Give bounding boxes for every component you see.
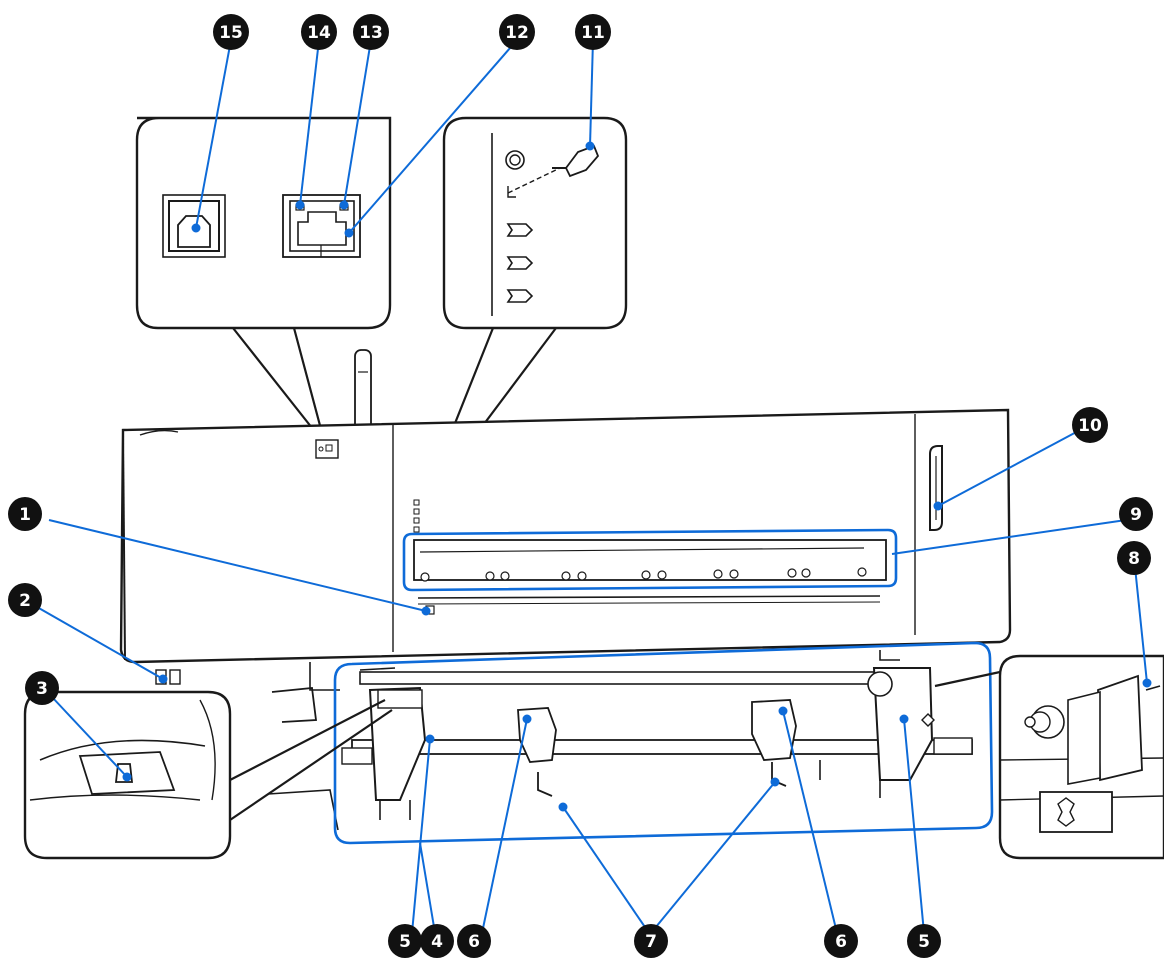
port-panel-inset [135,116,392,434]
callout-2: 2 [8,583,42,617]
svg-text:10: 10 [1078,416,1102,436]
svg-text:2: 2 [19,591,31,611]
svg-text:14: 14 [307,23,331,43]
svg-text:8: 8 [1128,549,1140,569]
usb-port [162,194,226,258]
svg-text:7: 7 [645,932,657,952]
svg-text:11: 11 [581,23,605,43]
callout-13: 13 [353,14,389,50]
feeder-slot-outline [402,528,898,592]
printer-body [119,349,1012,691]
callout-5-right: 5 [907,924,941,958]
callout-6-left: 6 [457,924,491,958]
svg-text:6: 6 [468,932,480,952]
roll-unit [267,667,973,831]
svg-text:1: 1 [19,505,31,525]
callout-8: 8 [1117,541,1151,575]
callout-4: 4 [420,924,454,958]
callout-15: 15 [213,14,249,50]
callout-7-left: 7 [634,924,668,958]
callout-badges: 1 2 3 4 5 5 6 6 7 8 9 10 11 12 13 14 15 [8,14,1153,958]
callout-14: 14 [301,14,337,50]
callout-10: 10 [1072,407,1108,443]
svg-text:4: 4 [431,932,443,952]
svg-text:5: 5 [399,932,411,952]
callout-12: 12 [499,14,535,50]
svg-text:12: 12 [505,23,529,43]
svg-text:3: 3 [36,679,48,699]
callout-3: 3 [25,671,59,705]
svg-text:5: 5 [918,932,930,952]
callout-1: 1 [8,497,42,531]
callout-6-right: 6 [824,924,858,958]
callout-5-left: 5 [388,924,422,958]
svg-text:13: 13 [359,23,383,43]
callout-9: 9 [1119,497,1153,531]
svg-text:9: 9 [1130,505,1142,525]
motor-inset [934,654,1164,860]
callout-11: 11 [575,14,611,50]
lever-inset [23,690,393,860]
leader-lines [29,39,1152,934]
connector-panel-inset [424,116,628,497]
svg-text:6: 6 [835,932,847,952]
roll-unit-outline [333,641,994,845]
svg-text:15: 15 [219,23,243,43]
